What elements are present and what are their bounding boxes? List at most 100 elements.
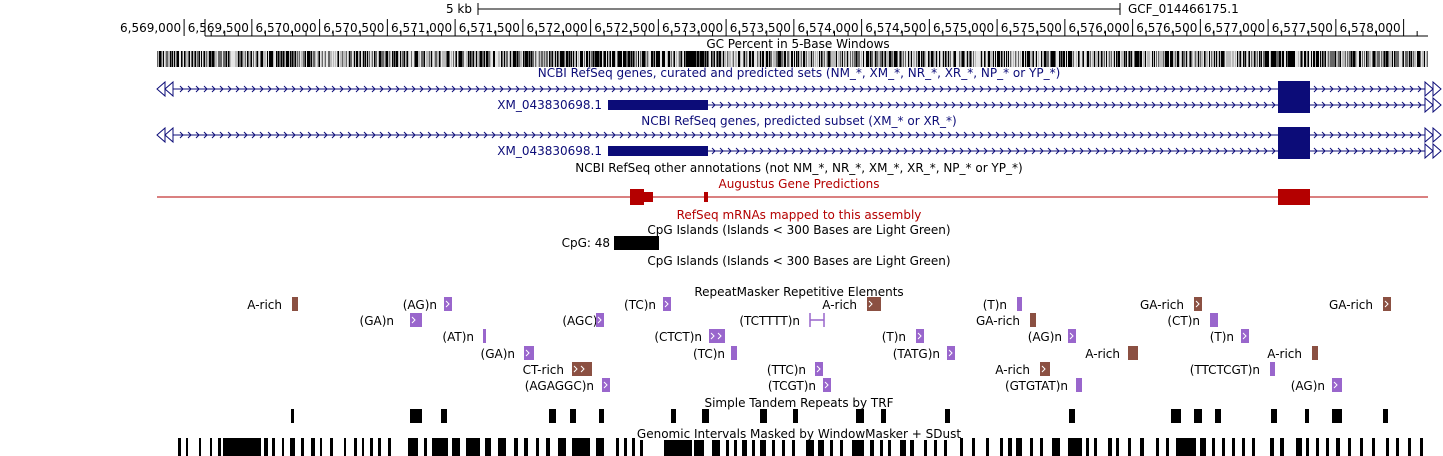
windowmasker-bar[interactable] <box>712 438 720 456</box>
windowmasker-bar[interactable] <box>290 438 295 456</box>
windowmasker-bar[interactable] <box>1128 438 1131 456</box>
windowmasker-bar[interactable] <box>199 438 201 456</box>
trf-bar[interactable] <box>1383 409 1388 423</box>
windowmasker-bar[interactable] <box>272 438 275 456</box>
windowmasker-bar[interactable] <box>536 438 539 456</box>
windowmasker-bar[interactable] <box>1408 438 1411 456</box>
trf-bar[interactable] <box>570 409 576 423</box>
windowmasker-bar[interactable] <box>330 438 333 456</box>
trf-bar[interactable] <box>1194 409 1202 423</box>
windowmasker-bar[interactable] <box>264 438 268 456</box>
track-cpg-islands-2[interactable]: CpG Islands (Islands < 300 Bases are Lig… <box>647 254 950 268</box>
trf-bar[interactable] <box>881 409 886 423</box>
windowmasker-bar[interactable] <box>572 438 590 456</box>
windowmasker-bar[interactable] <box>218 438 221 456</box>
windowmasker-bar[interactable] <box>624 438 627 456</box>
repeat-element[interactable] <box>1270 362 1275 376</box>
windowmasker-bar[interactable] <box>880 438 883 456</box>
windowmasker-bar[interactable] <box>546 438 550 456</box>
repeat-element[interactable] <box>1068 329 1076 343</box>
repeat-element[interactable] <box>1312 346 1318 360</box>
repeat-element[interactable] <box>410 313 422 327</box>
track-gc-percent[interactable]: GC Percent in 5-Base Windows <box>157 37 1428 67</box>
windowmasker-bar[interactable] <box>354 438 357 456</box>
trf-bar[interactable] <box>441 409 447 423</box>
windowmasker-bar[interactable] <box>960 438 963 456</box>
windowmasker-bar[interactable] <box>311 438 315 456</box>
windowmasker-bar[interactable] <box>760 438 766 456</box>
windowmasker-bar[interactable] <box>388 438 391 456</box>
windowmasker-bar[interactable] <box>424 438 427 456</box>
windowmasker-bar[interactable] <box>818 438 824 456</box>
trf-bar[interactable] <box>856 409 864 423</box>
track-ncbi-refseq-other[interactable]: NCBI RefSeq other annotations (not NM_*,… <box>575 161 1022 175</box>
windowmasker-bar[interactable] <box>972 438 975 456</box>
repeat-element[interactable] <box>572 362 592 376</box>
repeat-element[interactable] <box>1194 297 1202 311</box>
windowmasker-bar[interactable] <box>452 438 460 456</box>
trf-bar[interactable] <box>599 409 604 423</box>
windowmasker-bar[interactable] <box>1116 438 1119 456</box>
windowmasker-bar[interactable] <box>1326 438 1329 456</box>
windowmasker-bar[interactable] <box>782 438 785 456</box>
windowmasker-bar[interactable] <box>924 438 927 456</box>
windowmasker-bar[interactable] <box>1348 438 1351 456</box>
windowmasker-bar[interactable] <box>362 438 364 456</box>
windowmasker-bar[interactable] <box>524 438 528 456</box>
windowmasker-bar[interactable] <box>1336 438 1340 456</box>
windowmasker-bar[interactable] <box>664 438 692 456</box>
windowmasker-bar[interactable] <box>734 438 737 456</box>
trf-bar[interactable] <box>1069 409 1075 423</box>
repeat-element[interactable] <box>867 297 881 311</box>
trf-bar[interactable] <box>410 409 422 423</box>
windowmasker-bar[interactable] <box>986 438 989 456</box>
windowmasker-bar[interactable] <box>944 438 947 456</box>
repeat-element[interactable] <box>663 297 671 311</box>
windowmasker-bar[interactable] <box>900 438 906 456</box>
repeat-element[interactable] <box>916 329 924 343</box>
windowmasker-bar[interactable] <box>178 438 181 456</box>
windowmasker-bar[interactable] <box>806 438 814 456</box>
windowmasker-bar[interactable] <box>742 438 747 456</box>
track-ncbi-refseq-all[interactable]: NCBI RefSeq genes, curated and predicted… <box>156 66 1442 114</box>
repeat-element[interactable] <box>1210 313 1218 327</box>
windowmasker-bar[interactable] <box>1306 438 1309 456</box>
windowmasker-bar[interactable] <box>1296 438 1302 456</box>
windowmasker-bar[interactable] <box>210 438 212 456</box>
windowmasker-bar[interactable] <box>1316 438 1319 456</box>
windowmasker-bar[interactable] <box>1086 438 1089 456</box>
repeat-element[interactable] <box>444 297 452 311</box>
windowmasker-bar[interactable] <box>852 438 864 456</box>
trf-bar[interactable] <box>671 409 676 423</box>
windowmasker-bar[interactable] <box>1008 438 1012 456</box>
windowmasker-bar[interactable] <box>1040 438 1043 456</box>
windowmasker-bar[interactable] <box>1156 438 1159 456</box>
windowmasker-bar[interactable] <box>1386 438 1389 456</box>
windowmasker-bar[interactable] <box>870 438 874 456</box>
windowmasker-bar[interactable] <box>1420 438 1423 456</box>
windowmasker-bar[interactable] <box>432 438 448 456</box>
windowmasker-bar[interactable] <box>1222 438 1225 456</box>
windowmasker-bar[interactable] <box>840 438 843 456</box>
gene-model-row-1[interactable] <box>156 80 1442 98</box>
windowmasker-bar[interactable] <box>1094 438 1097 456</box>
repeat-element[interactable] <box>483 329 486 343</box>
windowmasker-bar[interactable] <box>1176 438 1196 456</box>
windowmasker-bar[interactable] <box>466 438 480 456</box>
repeat-element[interactable] <box>947 346 955 360</box>
windowmasker-bar[interactable] <box>1030 438 1033 456</box>
windowmasker-bar[interactable] <box>1052 438 1060 456</box>
repeat-element[interactable] <box>1017 297 1022 311</box>
windowmasker-bar[interactable] <box>752 438 755 456</box>
repeat-element[interactable] <box>815 362 823 376</box>
windowmasker-bar[interactable] <box>910 438 914 456</box>
trf-bar[interactable] <box>793 409 798 423</box>
windowmasker-bar[interactable] <box>1242 438 1245 456</box>
repeat-element[interactable] <box>731 346 737 360</box>
repeat-element[interactable] <box>1076 378 1082 392</box>
windowmasker-bar[interactable] <box>1108 438 1112 456</box>
repeat-element[interactable] <box>602 378 610 392</box>
windowmasker-bar[interactable] <box>640 438 643 456</box>
windowmasker-bar[interactable] <box>888 438 891 456</box>
windowmasker-bar[interactable] <box>1016 438 1022 456</box>
